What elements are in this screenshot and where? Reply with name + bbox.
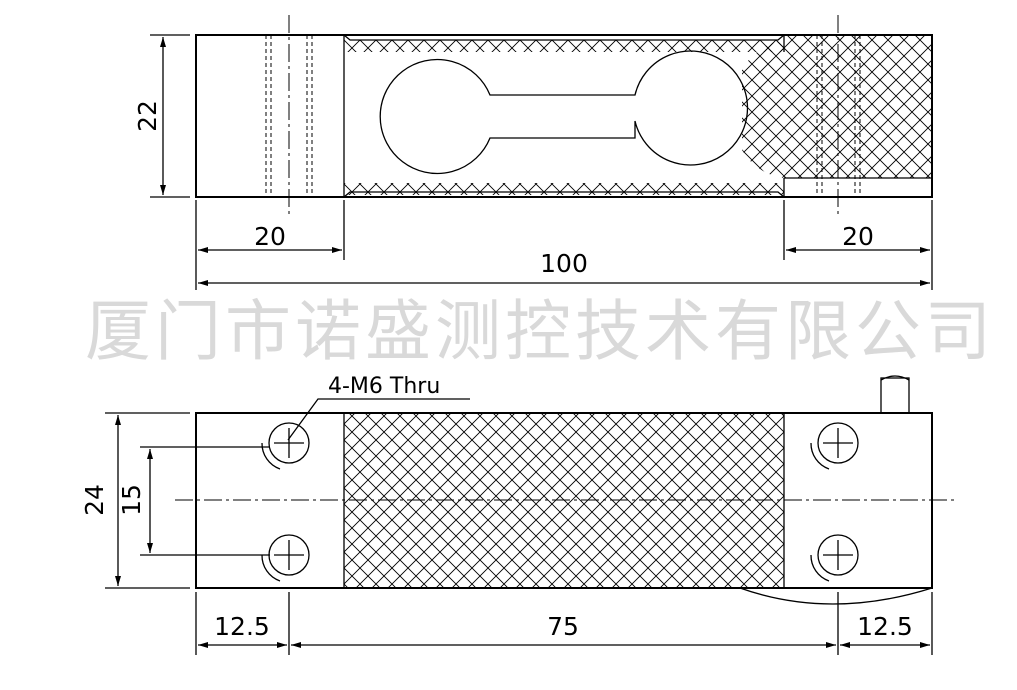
dim-total-label: 100 [540, 249, 588, 278]
dim-pitch-label: 75 [547, 612, 579, 641]
hole-icon [261, 422, 310, 470]
company-watermark: 厦门市诺盛测控技术有限公司 [85, 293, 995, 370]
ext-lines [150, 34, 190, 198]
dumbbell-cutout [379, 50, 749, 175]
hole-note-leader [287, 398, 470, 441]
dim-width-label: 24 [80, 484, 109, 516]
notch-lines [195, 34, 785, 198]
dim-left-label: 20 [254, 222, 286, 251]
hole-icon [810, 534, 859, 582]
hole-centerlines [288, 15, 839, 215]
mounting-holes [261, 422, 859, 582]
bottom-view: 4-M6 Thru 24 15 12.5 75 12.5 [80, 374, 955, 655]
top-view: 22 20 20 100 [133, 15, 933, 290]
dim-right-offset-label: 12.5 [857, 612, 913, 641]
cable-end [880, 375, 910, 381]
dim-height-label: 22 [133, 100, 162, 132]
hole-note: 4-M6 Thru [328, 374, 440, 399]
ext-lines-v [195, 200, 933, 290]
hidden-hole-lines [265, 35, 861, 197]
dim-spacing-label: 15 [117, 484, 146, 516]
block-lines [343, 35, 932, 197]
right-block-hatch [784, 35, 932, 178]
dim-right-label: 20 [842, 222, 874, 251]
hole-icon [261, 534, 310, 582]
top-flex-strip [344, 40, 784, 52]
bottom-flex-strip [344, 183, 784, 195]
ext-lines-bottom [105, 412, 270, 589]
bulge-hatch [742, 40, 784, 178]
cable [880, 377, 910, 414]
hole-icon [810, 422, 859, 470]
dim-left-offset-label: 12.5 [214, 612, 270, 641]
ext-lines-bottom-v [195, 592, 933, 655]
bottom-bulge [739, 587, 933, 605]
